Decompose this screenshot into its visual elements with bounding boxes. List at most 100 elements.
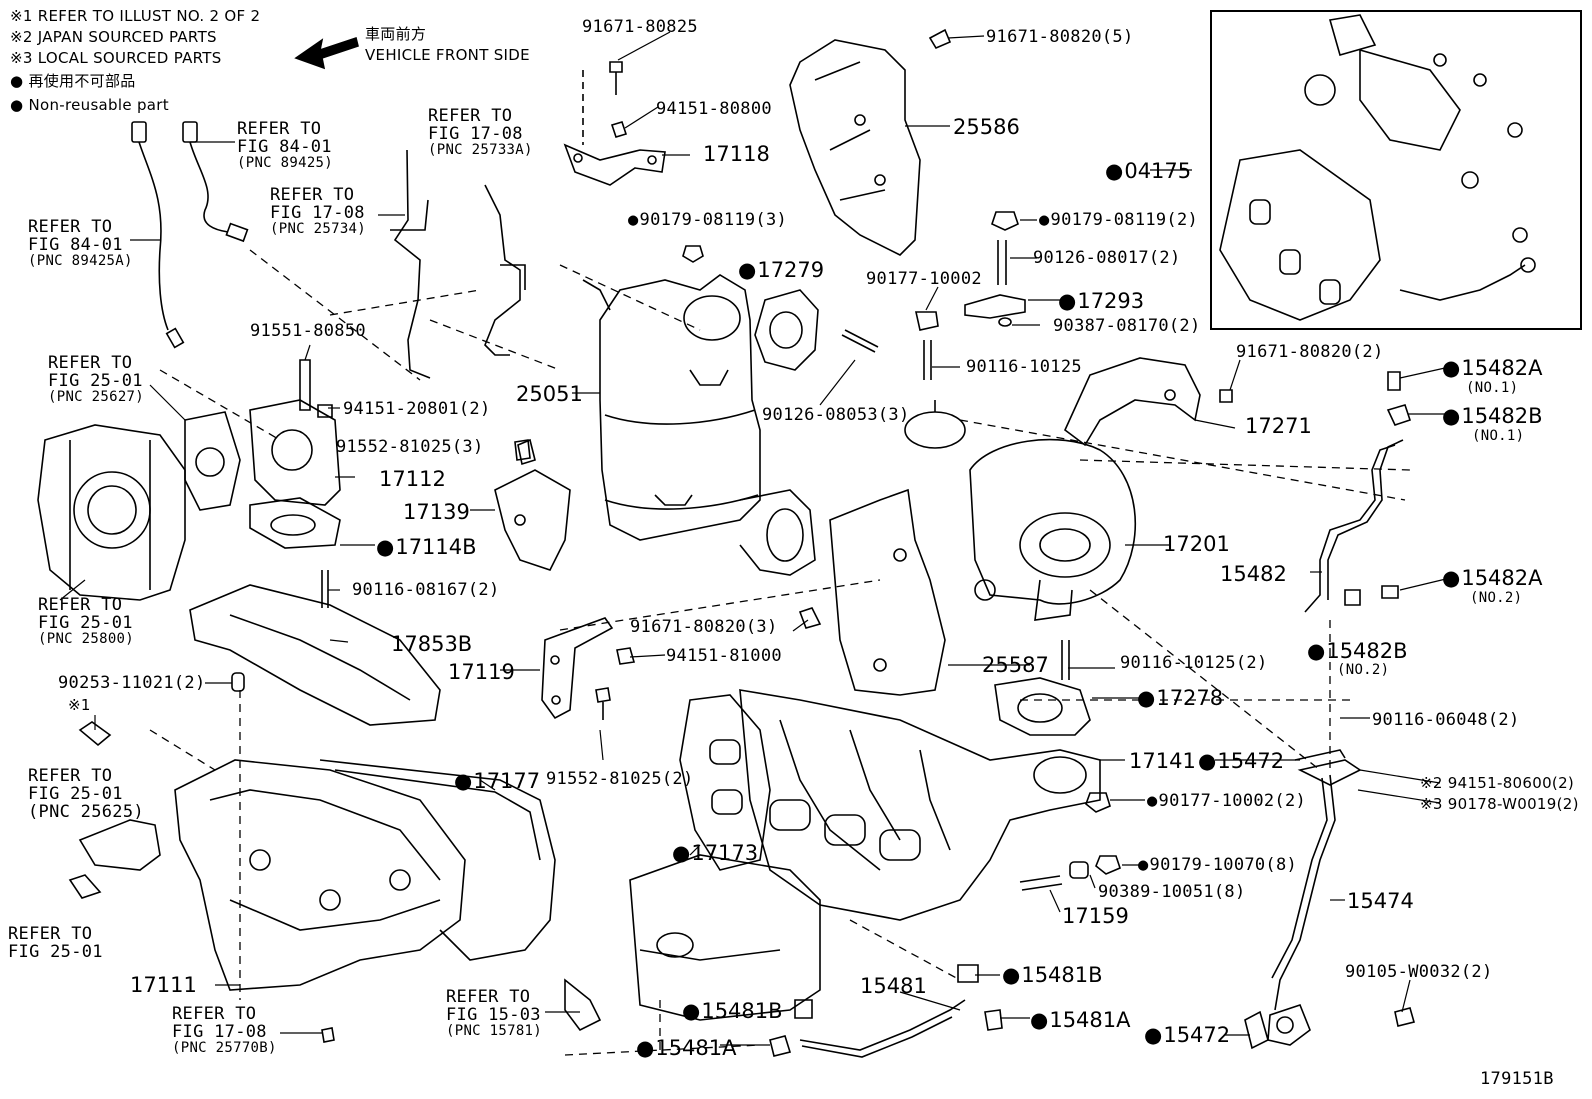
part-17111[interactable]: 17111	[130, 973, 197, 997]
part-90177-10002[interactable]: 90177-10002	[866, 269, 982, 289]
gasket-17293	[964, 211, 1026, 327]
figure-id: 179151B	[1480, 1069, 1554, 1089]
inset-kit-frame	[1210, 10, 1582, 330]
part-15482a-no2-note: (NO.2)	[1470, 590, 1523, 606]
part-15481a-left[interactable]: 15481A	[636, 1037, 736, 1059]
part-90116-10125[interactable]: 90116-10125	[966, 357, 1082, 377]
bracket-17139	[494, 438, 571, 571]
part-90179-08119-3[interactable]: 90179-08119(3)	[628, 211, 787, 229]
cylinder-head	[629, 854, 821, 1021]
part-17139[interactable]: 17139	[403, 500, 470, 524]
part-90389-10051-8[interactable]: 90389-10051(8)	[1098, 882, 1246, 902]
stud-90116-08167	[321, 570, 329, 608]
part-94151-80600-2[interactable]: ※2 94151-80600(2)	[1420, 774, 1575, 792]
part-17279[interactable]: 17279	[738, 259, 824, 281]
part-90253-11021-2[interactable]: 90253-11021(2)	[58, 673, 206, 693]
part-90116-06048-2[interactable]: 90116-06048(2)	[1372, 710, 1520, 730]
part-15482b-no1[interactable]: 15482B	[1442, 405, 1542, 427]
part-17278[interactable]: 17278	[1137, 687, 1223, 709]
part-90177-10002-2[interactable]: 90177-10002(2)	[1147, 792, 1306, 810]
part-90126-08017-2[interactable]: 90126-08017(2)	[1033, 248, 1181, 268]
part-90179-10070-8[interactable]: 90179-10070(8)	[1138, 856, 1297, 874]
heat-insulator-25586	[789, 28, 952, 256]
part-17141[interactable]: 17141	[1129, 749, 1196, 773]
egr-cooler-17112	[249, 359, 341, 506]
gasket-17114b	[249, 497, 341, 549]
star1-marker: ※1	[68, 696, 91, 714]
part-17118[interactable]: 17118	[703, 142, 770, 166]
part-17201[interactable]: 17201	[1163, 532, 1230, 556]
small-fasteners	[321, 439, 602, 1043]
heat-insulator-25587	[798, 488, 946, 696]
part-15482[interactable]: 15482	[1220, 562, 1287, 586]
part-90178-w0019-2[interactable]: ※3 90178-W0019(2)	[1420, 795, 1579, 813]
part-91671-80825[interactable]: 91671-80825	[582, 17, 698, 37]
gasket-17279	[754, 289, 819, 371]
part-94151-20801-2[interactable]: 94151-20801(2)	[343, 399, 491, 419]
part-25586[interactable]: 25586	[953, 115, 1020, 139]
front-side-en: VEHICLE FRONT SIDE	[365, 46, 530, 64]
part-15482a-no1[interactable]: 15482A	[1442, 357, 1542, 379]
part-17114b[interactable]: 17114B	[376, 536, 476, 558]
part-91671-80820-3[interactable]: 91671-80820(3)	[630, 617, 778, 637]
part-90126-08053-3[interactable]: 90126-08053(3)	[762, 405, 910, 425]
part-17112[interactable]: 17112	[379, 467, 446, 491]
dashed-reference-lines	[149, 249, 1411, 1056]
part-17159[interactable]: 17159	[1062, 904, 1129, 928]
part-17119[interactable]: 17119	[448, 660, 515, 684]
part-90387-08170-2[interactable]: 90387-08170(2)	[1053, 316, 1201, 336]
part-15472-upper[interactable]: 15472	[1198, 750, 1284, 772]
part-17293[interactable]: 17293	[1058, 290, 1144, 312]
part-25051[interactable]: 25051	[516, 382, 583, 406]
part-90116-10125-2[interactable]: 90116-10125(2)	[1120, 653, 1268, 673]
catalytic-converter-25051	[582, 274, 816, 576]
stud-90126-08053	[841, 329, 879, 353]
note-nonreusable-en: ● Non-reusable part	[10, 96, 169, 114]
part-91552-81025-2[interactable]: 91552-81025(2)	[546, 769, 694, 789]
part-94151-80800[interactable]: 94151-80800	[656, 99, 772, 119]
note-illust-2: ※1 REFER TO ILLUST NO. 2 OF 2	[10, 7, 261, 25]
oil-pipe-15481	[769, 964, 1003, 1058]
part-91671-80820-2[interactable]: 91671-80820(2)	[1236, 342, 1384, 362]
part-15481b-right[interactable]: 15481B	[1002, 964, 1102, 986]
part-15482a-no1-note: (NO.1)	[1466, 380, 1519, 396]
part-15481a-right[interactable]: 15481A	[1030, 1009, 1130, 1031]
part-90179-08119-2[interactable]: 90179-08119(2)	[1039, 211, 1198, 229]
part-15472-lower[interactable]: 15472	[1144, 1024, 1230, 1046]
part-15481b-left[interactable]: 15481B	[682, 1000, 782, 1022]
part-04175[interactable]: 04175	[1105, 160, 1191, 182]
part-94151-81000[interactable]: 94151-81000	[666, 646, 782, 666]
part-17271[interactable]: 17271	[1245, 414, 1312, 438]
gasket-25627	[184, 411, 241, 511]
part-91552-81025-3[interactable]: 91552-81025(3)	[336, 437, 484, 457]
part-91671-80820-5[interactable]: 91671-80820(5)	[986, 27, 1134, 47]
bracket-25625	[68, 721, 161, 899]
part-15481[interactable]: 15481	[860, 974, 927, 998]
part-91551-80850[interactable]: 91551-80850	[250, 321, 366, 341]
part-90116-08167-2[interactable]: 90116-08167(2)	[352, 580, 500, 600]
part-15482b-no2[interactable]: 15482B	[1307, 640, 1407, 662]
part-25587[interactable]: 25587	[982, 653, 1049, 677]
intake-manifold-17111	[174, 672, 466, 991]
part-90105-w0032-2[interactable]: 90105-W0032(2)	[1345, 962, 1493, 982]
part-17177[interactable]: 17177	[454, 770, 540, 792]
part-15482b-no1-note: (NO.1)	[1472, 428, 1525, 444]
egr-valve-assembly	[37, 424, 186, 601]
part-15474[interactable]: 15474	[1347, 889, 1414, 913]
part-17853b[interactable]: 17853B	[391, 632, 473, 656]
exhaust-manifold-17141	[739, 689, 1101, 921]
part-17173[interactable]: 17173	[672, 842, 758, 864]
nut-90179-08119-3	[682, 245, 704, 263]
vehicle-front-arrow-icon	[294, 36, 359, 70]
part-15482a-no2[interactable]: 15482A	[1442, 567, 1542, 589]
